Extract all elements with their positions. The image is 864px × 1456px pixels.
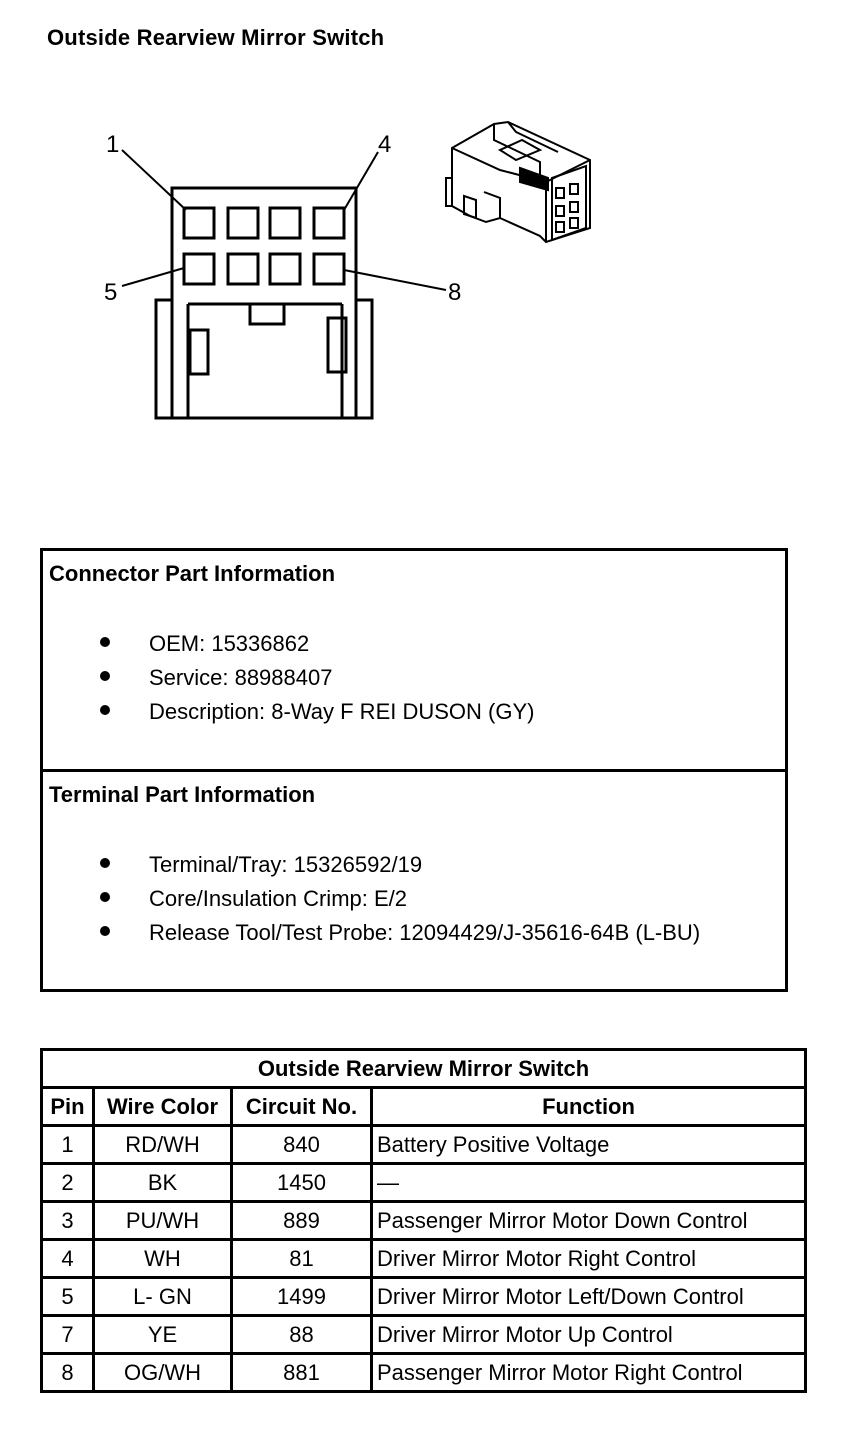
wire-color-cell: PU/WH bbox=[92, 1200, 233, 1241]
column-header-wire-color: Wire Color bbox=[92, 1086, 233, 1127]
leader-lines bbox=[121, 149, 447, 291]
column-header-pin: Pin bbox=[40, 1086, 95, 1127]
circuit-no-cell: 840 bbox=[230, 1124, 373, 1165]
side-rail-left bbox=[188, 328, 210, 376]
wire-color-cell: WH bbox=[92, 1238, 233, 1279]
connector-face bbox=[154, 186, 374, 420]
release-tool-test-probe: Release Tool/Test Probe: 12094429/J-3561… bbox=[149, 920, 701, 945]
table-row: 7 YE 88 Driver Mirror Motor Up Control bbox=[40, 1314, 807, 1355]
wire-color-cell: L- GN bbox=[92, 1276, 233, 1317]
table-row: 2 BK 1450 — bbox=[40, 1162, 807, 1203]
function-cell: Battery Positive Voltage bbox=[370, 1124, 807, 1165]
table-header-row: Pin Wire Color Circuit No. Function bbox=[40, 1086, 807, 1127]
locking-tab bbox=[248, 302, 286, 326]
cavity-8 bbox=[312, 252, 346, 286]
circuit-no-cell: 881 bbox=[230, 1352, 373, 1393]
core-insulation-crimp: Core/Insulation Crimp: E/2 bbox=[149, 886, 407, 911]
connector-info-heading: Connector Part Information bbox=[49, 561, 336, 586]
bullet-icon bbox=[100, 892, 110, 902]
wire-color-cell: RD/WH bbox=[92, 1124, 233, 1165]
page-title: Outside Rearview Mirror Switch bbox=[47, 25, 385, 50]
cavity-3 bbox=[268, 206, 302, 240]
column-header-circuit-no: Circuit No. bbox=[230, 1086, 373, 1127]
bullet-icon bbox=[100, 671, 110, 681]
cavity-5 bbox=[182, 252, 216, 286]
service-number: Service: 88988407 bbox=[149, 665, 333, 690]
oem-number: OEM: 15336862 bbox=[149, 631, 310, 656]
bullet-icon bbox=[100, 705, 110, 715]
pin-cell: 5 bbox=[40, 1276, 95, 1317]
cavity-6 bbox=[226, 252, 260, 286]
pin-table: Outside Rearview Mirror Switch Pin Wire … bbox=[40, 1048, 807, 1393]
table-row: 1 RD/WH 840 Battery Positive Voltage bbox=[40, 1124, 807, 1165]
terminal-info-heading: Terminal Part Information bbox=[49, 782, 316, 807]
callout-5: 5 bbox=[104, 279, 117, 306]
pin-cell: 1 bbox=[40, 1124, 95, 1165]
bullet-icon bbox=[100, 926, 110, 936]
connector-isometric-illustration bbox=[445, 120, 591, 244]
cavity-2 bbox=[226, 206, 260, 240]
terminal-tray: Terminal/Tray: 15326592/19 bbox=[149, 852, 423, 877]
pin-cell: 8 bbox=[40, 1352, 95, 1393]
function-cell: Driver Mirror Motor Left/Down Control bbox=[370, 1276, 807, 1317]
bullet-icon bbox=[100, 637, 110, 647]
terminal-cavities bbox=[182, 206, 346, 286]
pin-cell: 3 bbox=[40, 1200, 95, 1241]
pin-cell: 4 bbox=[40, 1238, 95, 1279]
side-rail-right bbox=[326, 316, 348, 374]
function-cell: Driver Mirror Motor Up Control bbox=[370, 1314, 807, 1355]
wire-color-cell: BK bbox=[92, 1162, 233, 1203]
part-information-box: Connector Part Information OEM: 15336862… bbox=[40, 548, 788, 992]
table-row: 3 PU/WH 889 Passenger Mirror Motor Down … bbox=[40, 1200, 807, 1241]
circuit-no-cell: 889 bbox=[230, 1200, 373, 1241]
table-row: 5 L- GN 1499 Driver Mirror Motor Left/Do… bbox=[40, 1276, 807, 1317]
cavity-1 bbox=[182, 206, 216, 240]
wire-color-cell: OG/WH bbox=[92, 1352, 233, 1393]
function-cell: Passenger Mirror Motor Down Control bbox=[370, 1200, 807, 1241]
terminal-part-information: Terminal Part Information Terminal/Tray:… bbox=[43, 772, 785, 989]
cavity-4 bbox=[312, 206, 346, 240]
pin-cell: 2 bbox=[40, 1162, 95, 1203]
callout-4: 4 bbox=[378, 131, 391, 158]
column-header-function: Function bbox=[370, 1086, 807, 1127]
function-cell: Driver Mirror Motor Right Control bbox=[370, 1238, 807, 1279]
wire-color-cell: YE bbox=[92, 1314, 233, 1355]
connector-part-information: Connector Part Information OEM: 15336862… bbox=[43, 551, 785, 772]
connector-diagram: 1 4 5 8 bbox=[104, 120, 591, 420]
cavity-7 bbox=[268, 252, 302, 286]
circuit-no-cell: 1499 bbox=[230, 1276, 373, 1317]
callout-8: 8 bbox=[448, 279, 461, 306]
circuit-no-cell: 88 bbox=[230, 1314, 373, 1355]
function-cell: — bbox=[370, 1162, 807, 1203]
circuit-no-cell: 81 bbox=[230, 1238, 373, 1279]
table-title-row: Outside Rearview Mirror Switch bbox=[40, 1048, 807, 1089]
connector-description: Description: 8-Way F REI DUSON (GY) bbox=[149, 699, 535, 724]
table-row: 8 OG/WH 881 Passenger Mirror Motor Right… bbox=[40, 1352, 807, 1393]
function-cell: Passenger Mirror Motor Right Control bbox=[370, 1352, 807, 1393]
circuit-no-cell: 1450 bbox=[230, 1162, 373, 1203]
pin-cell: 7 bbox=[40, 1314, 95, 1355]
table-title: Outside Rearview Mirror Switch bbox=[40, 1048, 807, 1089]
callout-1: 1 bbox=[106, 131, 119, 158]
table-row: 4 WH 81 Driver Mirror Motor Right Contro… bbox=[40, 1238, 807, 1279]
bullet-icon bbox=[100, 858, 110, 868]
